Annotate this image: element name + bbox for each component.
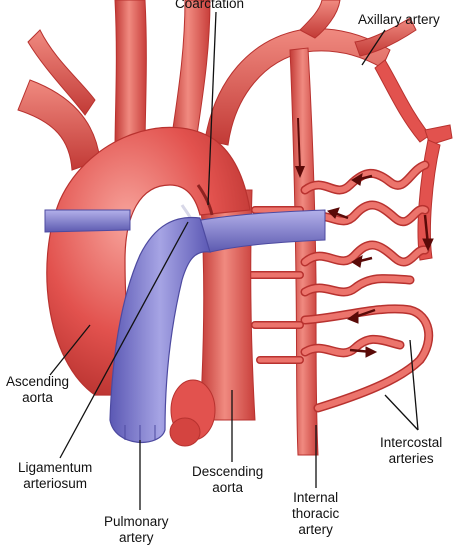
intercostal-arteries	[246, 160, 434, 413]
intercostal-arteries-label: Intercostal arteries	[380, 435, 443, 466]
heart-base	[169, 379, 216, 447]
subclavian-axillary	[204, 0, 453, 261]
leader-lines	[49, 11, 419, 510]
aortic-arch	[46, 126, 251, 396]
ligamentum-arteriosum-label: Ligamentum arteriosum	[18, 460, 93, 491]
axillary-artery-label: Axillary artery	[358, 12, 440, 27]
internal-thoracic-artery-label: Internal thoracic artery	[292, 490, 340, 537]
coarctation-label: Coarctation	[175, 0, 245, 11]
pulmonary-artery	[44, 209, 326, 443]
pulmonary-artery-label: Pulmonary artery	[104, 514, 169, 545]
flow-arrows	[327, 173, 434, 358]
descending-aorta-label: Descending aorta	[192, 464, 264, 495]
arch-branches	[17, 0, 211, 171]
internal-thoracic-artery	[289, 47, 319, 456]
ascending-aorta-label: Ascending aorta	[6, 374, 70, 405]
